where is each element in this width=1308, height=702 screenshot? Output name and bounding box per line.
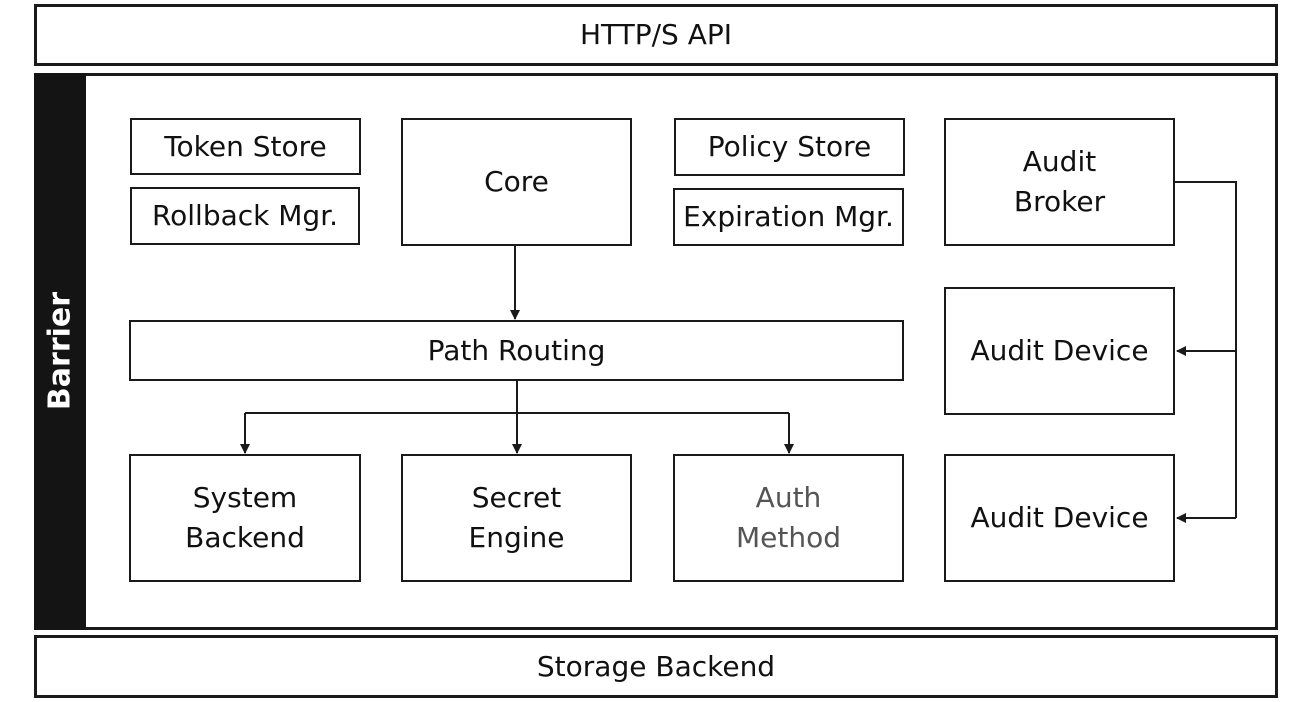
audit-device-box-1: Audit Device — [944, 287, 1175, 415]
core-label: Core — [484, 165, 549, 198]
auth-method-label: Auth Method — [735, 481, 841, 554]
system-backend-box: System Backend — [129, 454, 361, 582]
token-store-box: Token Store — [130, 118, 361, 175]
core-box: Core — [401, 118, 632, 246]
token-store-label: Token Store — [164, 129, 327, 163]
policy-store-label: Policy Store — [707, 130, 872, 163]
barrier-label: Barrier — [42, 291, 78, 411]
rollback-manager-label: Rollback Mgr. — [151, 199, 339, 232]
auth-method-box: Auth Method — [673, 454, 904, 582]
storage-backend-label: Storage Backend — [536, 649, 776, 683]
http-api-layer: HTTP/S API — [34, 4, 1278, 66]
secret-engine-label: Secret Engine — [468, 481, 565, 554]
storage-backend-layer: Storage Backend — [34, 635, 1278, 698]
system-backend-label: System Backend — [185, 481, 305, 554]
expiration-manager-box: Expiration Mgr. — [673, 188, 904, 246]
rollback-manager-box: Rollback Mgr. — [130, 187, 360, 245]
audit-device-label-1: Audit Device — [970, 334, 1149, 367]
barrier-bar — [34, 73, 86, 630]
audit-device-label-2: Audit Device — [970, 501, 1149, 534]
path-routing-box: Path Routing — [129, 320, 904, 381]
audit-broker-box: Audit Broker — [944, 118, 1175, 246]
expiration-manager-label: Expiration Mgr. — [683, 200, 894, 233]
http-api-label: HTTP/S API — [579, 18, 733, 51]
secret-engine-box: Secret Engine — [401, 454, 632, 582]
audit-broker-label: Audit Broker — [1013, 145, 1106, 218]
audit-device-box-2: Audit Device — [944, 454, 1175, 582]
policy-store-box: Policy Store — [674, 118, 905, 176]
path-routing-label: Path Routing — [427, 333, 606, 367]
